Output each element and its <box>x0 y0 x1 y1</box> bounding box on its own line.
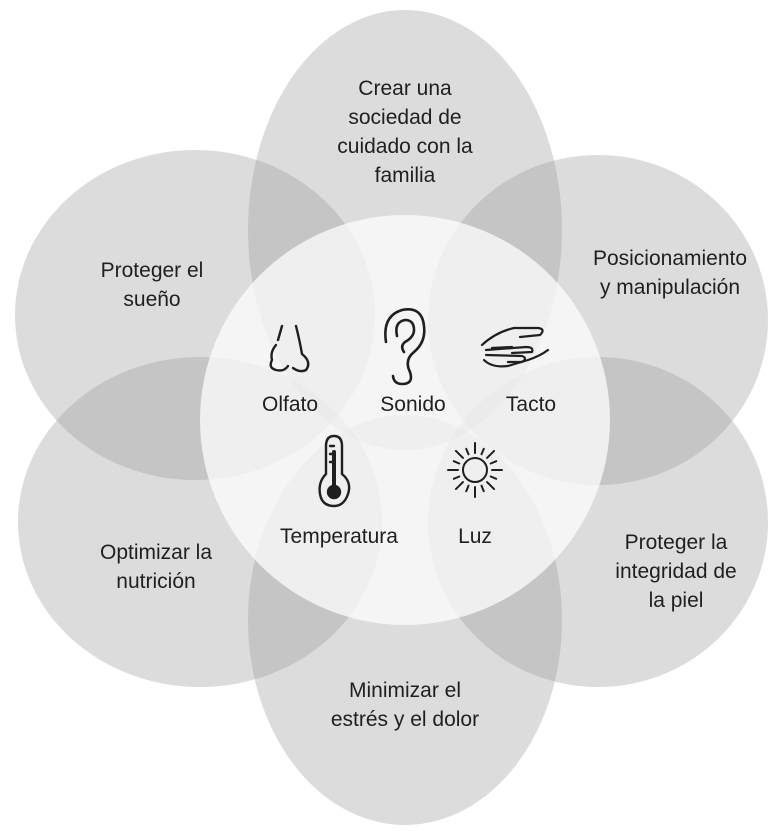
thermometer-icon <box>318 434 351 508</box>
sun-ray <box>454 449 464 459</box>
sun-ray <box>480 484 485 493</box>
sense-label-temperature: Temperatura <box>280 525 398 548</box>
sun-ray <box>489 475 498 480</box>
petal-label-nutrition: Optimizar la nutrición <box>99 541 213 593</box>
hand-icon <box>480 326 550 368</box>
petal-label-positioning: Posicionamiento y manipulación <box>592 247 748 299</box>
sun-ray <box>489 460 498 465</box>
sun-ray <box>486 449 496 459</box>
ear-icon <box>384 308 426 386</box>
petal-label-skin: Proteger la integridad de la piel <box>615 531 737 612</box>
center-circle <box>200 215 610 625</box>
petal-label-family: Crear una sociedad de cuidado con la fam… <box>337 77 473 187</box>
sense-label-smell: Olfato <box>261 393 319 416</box>
sun-ray <box>486 481 496 491</box>
sun-icon <box>447 442 503 498</box>
sense-label-touch: Tacto <box>505 393 557 416</box>
nose-icon <box>269 324 310 373</box>
sun-ray <box>465 447 470 456</box>
sun-ray <box>452 475 461 480</box>
sense-label-sound: Sonido <box>380 393 446 416</box>
sun-ray <box>454 481 464 491</box>
petal-label-stress: Minimizar el estrés y el dolor <box>330 679 480 731</box>
sun-ray <box>452 460 461 465</box>
sun-ray <box>465 484 470 493</box>
sun-ray <box>480 447 485 456</box>
sense-label-light: Luz <box>458 525 492 548</box>
petal-label-sleep: Proteger el sueño <box>100 259 204 311</box>
